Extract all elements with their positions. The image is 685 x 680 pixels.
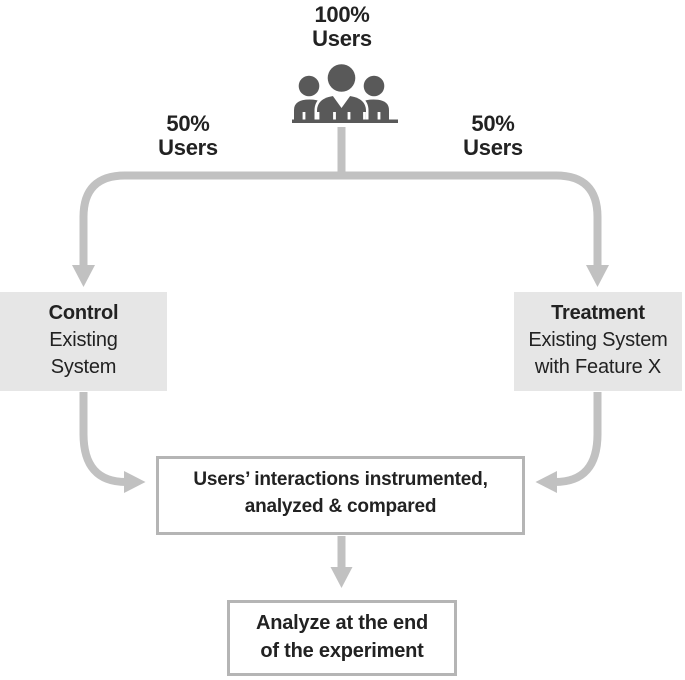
left-split-word: Users	[158, 135, 218, 160]
treatment-to-analysis-connector	[554, 392, 602, 486]
right-split-percent: 50%	[471, 111, 515, 136]
conclusion-box-line2: of the experiment	[260, 640, 424, 662]
users-group-icon	[292, 61, 398, 123]
all-users-percent: 100%	[314, 2, 370, 27]
conclusion-box-line1: Analyze at the end	[256, 612, 428, 634]
split-connector	[79, 171, 602, 267]
treatment-box: Treatment Existing System with Feature X	[514, 292, 682, 391]
right-split-word: Users	[463, 135, 523, 160]
control-to-analysis-connector	[79, 392, 127, 486]
all-users-label: 100% Users	[272, 3, 412, 51]
analysis-box-line2: analyzed & compared	[244, 496, 437, 517]
treatment-box-line1: Existing System	[528, 329, 668, 351]
control-box: Control Existing System	[0, 292, 167, 391]
all-users-word: Users	[312, 26, 372, 51]
control-box-line2: System	[50, 356, 117, 378]
left-split-label: 50% Users	[118, 112, 258, 160]
analysis-box: Users’ interactions instrumented, analyz…	[156, 456, 525, 535]
arrowhead-into-analysis-right	[535, 471, 557, 493]
treatment-box-line2: with Feature X	[534, 356, 662, 378]
arrowhead-into-analysis-left	[124, 471, 146, 493]
conclusion-box: Analyze at the end of the experiment	[227, 600, 457, 676]
arrowhead-to-control	[72, 265, 95, 287]
left-split-percent: 50%	[166, 111, 210, 136]
arrowhead-to-treatment	[586, 265, 609, 287]
analysis-box-line1: Users’ interactions instrumented,	[193, 469, 488, 490]
right-split-label: 50% Users	[423, 112, 563, 160]
treatment-box-title: Treatment	[551, 302, 645, 324]
arrowhead-to-conclusion	[330, 567, 353, 588]
control-box-line1: Existing	[49, 329, 118, 351]
control-box-title: Control	[48, 302, 119, 324]
